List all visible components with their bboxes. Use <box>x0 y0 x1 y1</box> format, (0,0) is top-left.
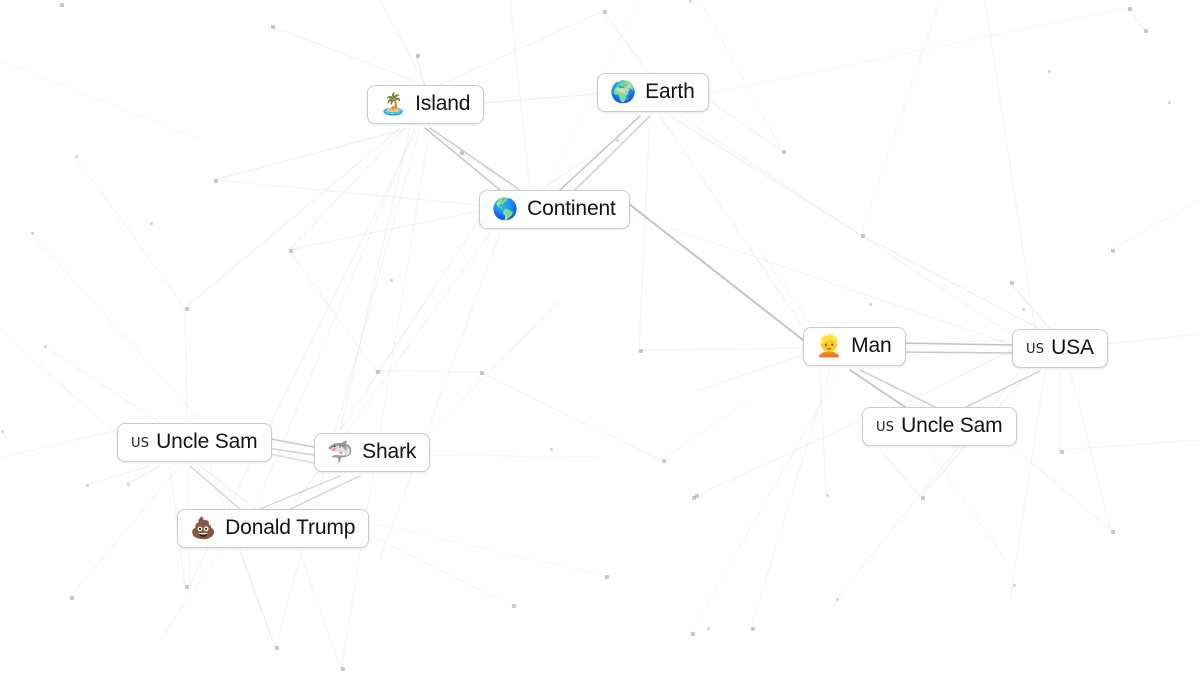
far-graph-node[interactable] <box>390 279 393 282</box>
far-graph-node[interactable] <box>185 585 189 589</box>
far-graph-node[interactable] <box>271 25 275 29</box>
far-graph-node[interactable] <box>1 430 4 433</box>
far-graph-node[interactable] <box>1048 70 1051 73</box>
node-label: USA <box>1051 336 1094 359</box>
node-label: Donald Trump <box>225 516 356 539</box>
far-graph-node[interactable] <box>512 604 516 608</box>
node-label: Continent <box>527 197 616 220</box>
far-graph-node[interactable] <box>1010 281 1014 285</box>
node-label: Uncle Sam <box>156 430 258 453</box>
flag-us-fallback: US <box>131 435 150 451</box>
far-graph-node[interactable] <box>695 494 699 498</box>
far-graph-node[interactable] <box>1168 101 1171 104</box>
far-graph-node[interactable] <box>707 627 710 630</box>
graph-node-donald-trump[interactable]: 💩 Donald Trump <box>177 509 370 549</box>
far-graph-node[interactable] <box>603 10 607 14</box>
far-graph-node[interactable] <box>639 349 643 353</box>
flag-us-fallback: US <box>876 419 895 435</box>
far-graph-node[interactable] <box>70 596 74 600</box>
far-graph-node[interactable] <box>1144 29 1148 33</box>
far-graph-node[interactable] <box>86 484 89 487</box>
far-graph-node[interactable] <box>1013 584 1016 587</box>
far-graph-node[interactable] <box>921 496 925 500</box>
node-label: Earth <box>645 80 695 103</box>
graph-node-uncle-sam-l[interactable]: US Uncle Sam <box>117 423 272 463</box>
far-graph-node[interactable] <box>1022 308 1025 311</box>
graph-node-continent[interactable]: 🌎 Continent <box>479 190 630 230</box>
far-graph-node[interactable] <box>60 3 64 7</box>
far-graph-node[interactable] <box>662 459 666 463</box>
graph-node-uncle-sam-r[interactable]: US Uncle Sam <box>862 407 1017 447</box>
far-graph-node[interactable] <box>460 151 464 155</box>
pile-of-poo-emoji: 💩 <box>190 516 217 540</box>
node-label: Island <box>415 92 471 115</box>
far-graph-node[interactable] <box>1111 249 1115 253</box>
far-graph-node[interactable] <box>44 345 47 348</box>
blond-haired-person-emoji: 👱 <box>816 334 843 358</box>
far-graph-node[interactable] <box>376 370 380 374</box>
graph-node-earth[interactable]: 🌍 Earth <box>597 73 709 113</box>
graph-node-island[interactable]: 🏝️ Island <box>367 85 485 125</box>
globe-americas-emoji: 🌎 <box>492 197 519 221</box>
flag-us-fallback: US <box>1026 341 1045 357</box>
far-graph-node[interactable] <box>480 371 484 375</box>
node-label: Man <box>851 334 892 357</box>
far-graph-node[interactable] <box>1111 530 1115 534</box>
far-graph-node[interactable] <box>275 646 279 650</box>
far-graph-node[interactable] <box>869 303 872 306</box>
far-graph-node[interactable] <box>782 150 786 154</box>
far-graph-node[interactable] <box>214 179 218 183</box>
far-graph-node[interactable] <box>836 598 839 601</box>
graph-node-shark[interactable]: 🦈 Shark <box>314 433 431 473</box>
globe-europe-africa-emoji: 🌍 <box>610 80 637 104</box>
far-graph-node[interactable] <box>861 234 865 238</box>
shark-emoji: 🦈 <box>327 440 354 464</box>
far-graph-node[interactable] <box>689 0 692 3</box>
far-graph-node[interactable] <box>75 155 78 158</box>
far-graph-node[interactable] <box>150 222 153 225</box>
far-graph-node[interactable] <box>691 632 695 636</box>
graph-node-man[interactable]: 👱 Man <box>803 327 906 367</box>
far-graph-node[interactable] <box>1060 450 1064 454</box>
far-graph-node[interactable] <box>550 448 553 451</box>
far-graph-node[interactable] <box>416 54 420 58</box>
far-graph-node[interactable] <box>1128 7 1132 11</box>
far-graph-node[interactable] <box>751 627 755 631</box>
far-graph-node[interactable] <box>605 575 609 579</box>
far-graph-node[interactable] <box>616 139 619 142</box>
far-graph-node[interactable] <box>341 667 345 671</box>
node-label: Shark <box>362 440 417 463</box>
far-graph-node[interactable] <box>289 249 293 253</box>
far-graph-node[interactable] <box>692 496 696 500</box>
graph-node-usa[interactable]: US USA <box>1012 329 1108 369</box>
far-graph-node[interactable] <box>127 483 130 486</box>
node-label: Uncle Sam <box>901 414 1003 437</box>
far-graph-node[interactable] <box>185 307 189 311</box>
far-graph-node[interactable] <box>31 232 34 235</box>
far-graph-node[interactable] <box>826 494 829 497</box>
desert-island-emoji: 🏝️ <box>380 92 407 116</box>
